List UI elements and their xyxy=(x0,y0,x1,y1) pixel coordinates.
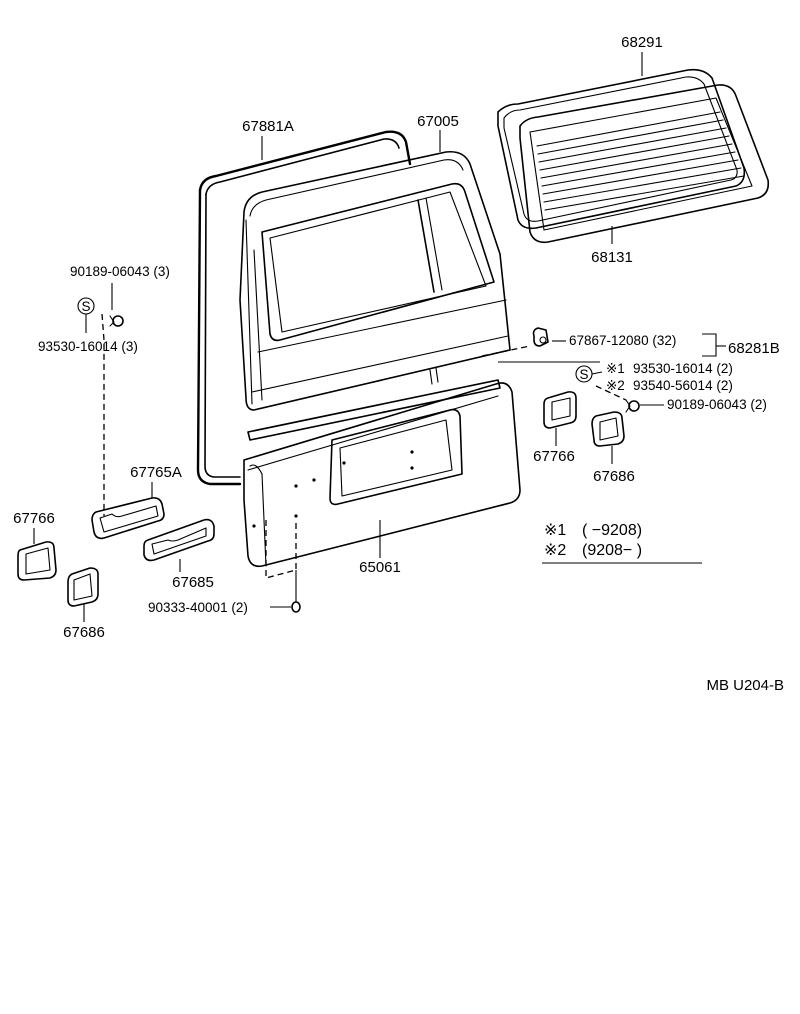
label-plug-bottom: 90333-40001 (2) xyxy=(148,600,248,615)
pad-left-b xyxy=(17,541,57,581)
label-door-weatherstrip: 67881A xyxy=(242,118,294,135)
clip-icon xyxy=(532,327,549,347)
diagram-id: MB U204-B xyxy=(706,677,784,694)
glass-defroster-lines xyxy=(536,111,745,211)
pad-left-c xyxy=(143,518,215,562)
label-clip: 67867-12080 (32) xyxy=(569,333,676,348)
label-window-glass: 68131 xyxy=(591,249,633,266)
pad-left-d xyxy=(67,567,99,607)
window-weatherstrip xyxy=(497,68,746,230)
screw-left-icon xyxy=(109,315,124,327)
label-pad-left-d: 67686 xyxy=(63,624,105,641)
lower-panel xyxy=(243,382,521,579)
label-window-weatherstrip: 68291 xyxy=(621,34,663,51)
mark-star2: ※2 xyxy=(606,378,625,393)
screw-right-icon xyxy=(625,399,640,413)
svg-text:S: S xyxy=(81,299,90,314)
s-symbol-right: S xyxy=(575,365,593,383)
label-back-door-panel: 67005 xyxy=(417,113,459,130)
label-pad-left-a: 67765A xyxy=(130,464,182,481)
label-pad-right-a: 67766 xyxy=(533,448,575,465)
note-line2-mark: ※2 xyxy=(544,542,566,559)
label-pad-left-c: 67685 xyxy=(172,574,214,591)
molding-strip xyxy=(247,367,501,441)
label-nut-left: 93530-16014 (3) xyxy=(38,339,138,354)
label-lower-panel: 65061 xyxy=(359,559,401,576)
note-line1-range: ( −9208) xyxy=(582,522,642,539)
door-weatherstrip xyxy=(196,130,412,486)
date-note: ※1 ( −9208) ※2 (9208− ) xyxy=(542,522,702,564)
plug-bottom-icon xyxy=(291,601,301,613)
s-symbol-left: S xyxy=(77,297,95,315)
svg-text:S: S xyxy=(579,367,588,382)
note-line2-range: (9208− ) xyxy=(582,542,642,559)
note-line1-mark: ※1 xyxy=(544,522,566,539)
mark-star1: ※1 xyxy=(606,361,625,376)
label-nut-right-1: 93530-16014 (2) xyxy=(633,361,733,376)
label-screw-right: 90189-06043 (2) xyxy=(667,397,767,412)
label-pad-left-b: 67766 xyxy=(13,510,55,527)
pad-right-b xyxy=(591,411,625,447)
label-screw-left: 90189-06043 (3) xyxy=(70,264,170,279)
pad-left-a xyxy=(91,497,165,540)
window-glass xyxy=(519,84,770,244)
label-nut-right-2: 93540-56014 (2) xyxy=(633,378,733,393)
label-pad-right-b: 67686 xyxy=(593,468,635,485)
label-molding-set: 68281B xyxy=(728,340,780,357)
pad-right-a xyxy=(543,391,577,429)
back-door-panel xyxy=(239,150,511,411)
